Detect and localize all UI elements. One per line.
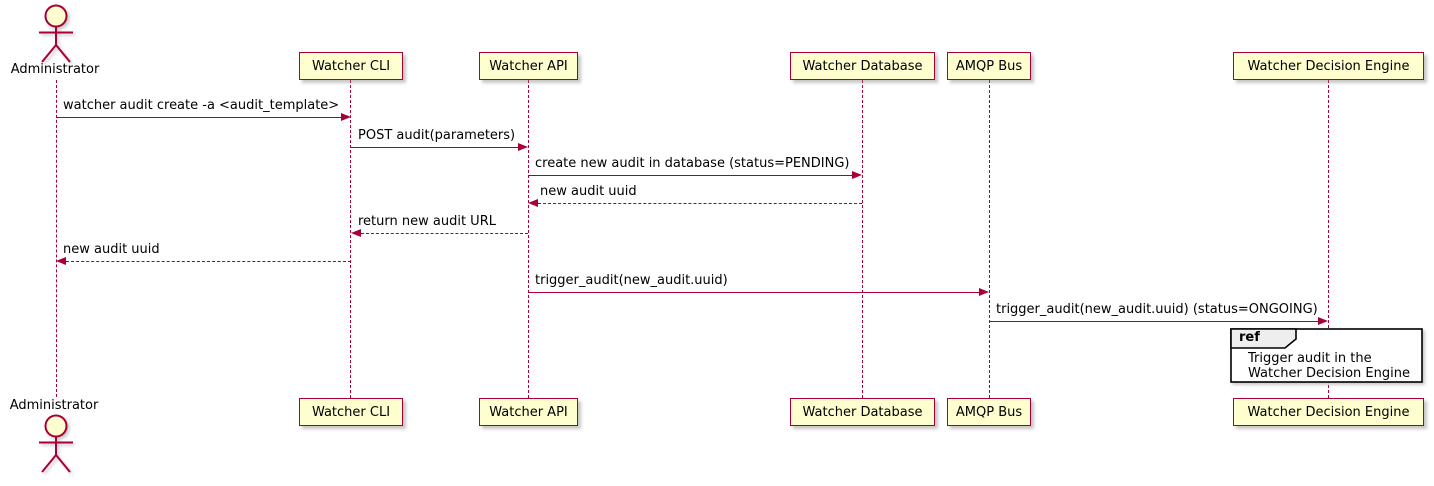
- arrowhead-icon: [351, 228, 361, 237]
- message-label: return new audit URL: [358, 214, 496, 229]
- arrowhead-icon: [852, 170, 862, 179]
- participant-watcher-database-bottom: Watcher Database: [790, 398, 935, 426]
- lifeline-administrator: [56, 80, 57, 397]
- ref-text-line: Watcher Decision Engine: [1248, 366, 1410, 381]
- ref-frame: [1230, 328, 1423, 383]
- participant-watcher-cli-bottom: Watcher CLI: [299, 398, 403, 426]
- participant-label: AMQP Bus: [955, 58, 1023, 74]
- participant-label: Watcher API: [489, 58, 568, 74]
- lifeline-watcher-api: [528, 80, 529, 398]
- participant-watcher-api-top: Watcher API: [479, 52, 578, 80]
- actor-icon: [39, 4, 73, 63]
- message-label: watcher audit create -a <audit_template>: [63, 98, 340, 113]
- participant-label: Watcher Database: [802, 58, 923, 74]
- participant-label: Watcher Decision Engine: [1247, 58, 1410, 74]
- participant-watcher-database-top: Watcher Database: [790, 52, 935, 80]
- participant-watcher-api-bottom: Watcher API: [479, 398, 578, 426]
- lifeline-watcher-cli: [350, 80, 351, 398]
- actor-label-top: Administrator: [10, 62, 100, 77]
- message-label: new audit uuid: [540, 184, 637, 199]
- participant-watcher-cli-top: Watcher CLI: [299, 52, 403, 80]
- participant-watcher-decision-engine-bottom: Watcher Decision Engine: [1233, 398, 1424, 426]
- arrowhead-icon: [979, 287, 989, 296]
- lifeline-watcher-database: [862, 80, 863, 398]
- message-label: new audit uuid: [63, 242, 160, 257]
- participant-label: Watcher Decision Engine: [1247, 404, 1410, 420]
- arrowhead-icon: [518, 142, 528, 151]
- arrowhead-icon: [528, 198, 538, 207]
- message-label: trigger_audit(new_audit.uuid): [535, 273, 728, 288]
- message-label: create new audit in database (status=PEN…: [535, 156, 850, 171]
- actor-label-bottom: Administrator: [9, 398, 99, 413]
- arrowhead-icon: [1318, 316, 1328, 325]
- message-label: trigger_audit(new_audit.uuid) (status=ON…: [996, 302, 1318, 317]
- arrowhead-icon: [341, 112, 351, 121]
- participant-label: Watcher Database: [802, 404, 923, 420]
- participant-label: Watcher CLI: [311, 58, 391, 74]
- participant-amqp-bus-bottom: AMQP Bus: [947, 398, 1031, 426]
- lifeline-amqp-bus: [989, 80, 990, 398]
- participant-label: Watcher CLI: [311, 404, 391, 420]
- lifeline-watcher-decision-engine: [1328, 80, 1329, 398]
- participant-watcher-decision-engine-top: Watcher Decision Engine: [1233, 52, 1424, 80]
- arrowhead-icon: [56, 256, 66, 265]
- participant-amqp-bus-top: AMQP Bus: [947, 52, 1031, 80]
- ref-keyword: ref: [1239, 330, 1260, 345]
- ref-text-line: Trigger audit in the: [1248, 351, 1372, 366]
- ref-fragment: ref Trigger audit in the Watcher Decisio…: [1230, 328, 1423, 383]
- message-label: POST audit(parameters): [358, 128, 516, 143]
- participant-label: AMQP Bus: [955, 404, 1023, 420]
- participant-label: Watcher API: [489, 404, 568, 420]
- actor-icon: [39, 414, 73, 473]
